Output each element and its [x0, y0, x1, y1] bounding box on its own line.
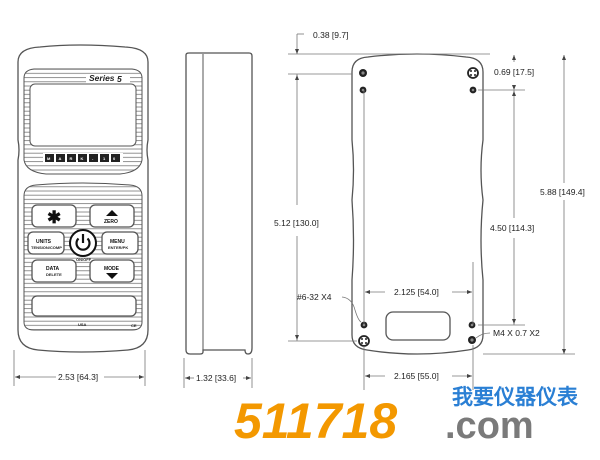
watermark-number: 511718	[234, 393, 397, 449]
mark-10-logo: M A R K - 1 0	[43, 153, 123, 163]
lcd-screen	[29, 83, 137, 147]
power-icon	[75, 234, 91, 251]
menu-button[interactable]: MENU ENTER/PK	[101, 231, 139, 255]
svg-text:MENU: MENU	[110, 239, 125, 245]
svg-text:4.50 [114.3]: 4.50 [114.3]	[490, 223, 534, 233]
screw-note-left: #6-32 X4	[297, 292, 332, 302]
side-view: 1.32 [33.6]	[183, 52, 253, 388]
data-button[interactable]: DATA DELETE	[31, 259, 77, 283]
watermark-chinese-text: 我要仪器仪表	[452, 385, 579, 409]
up-arrow-icon	[106, 210, 118, 216]
mode-button[interactable]: MODE	[89, 259, 135, 283]
svg-text:2.53 [64.3]: 2.53 [64.3]	[58, 372, 98, 382]
front-width-dimension: 2.53 [64.3]	[13, 350, 146, 386]
zero-button[interactable]: ZERO	[89, 204, 135, 228]
screw-note-right: M4 X 0.7 X2	[493, 328, 540, 338]
top-offset-dimension: 0.38 [9.7]	[288, 30, 490, 75]
svg-text:UNITS: UNITS	[36, 239, 52, 245]
ce-mark: CE	[131, 323, 137, 328]
usa-mark: USA	[78, 322, 87, 327]
side-housing-outline	[185, 52, 253, 355]
rear-view: 0.38 [9.7] 5.12 [130.0] 0.69 [17.5] 4.50…	[274, 30, 585, 390]
svg-text:ZERO: ZERO	[104, 219, 118, 225]
front-view: Series 5 M A R K - 1 0 ✱	[13, 44, 149, 386]
series-label: Series	[89, 73, 115, 83]
svg-text:0: 0	[113, 156, 116, 161]
svg-text:1.32 [33.6]: 1.32 [33.6]	[196, 373, 236, 383]
hole-span-vertical-dimension: 5.12 [130.0]	[274, 74, 357, 342]
svg-text:-: -	[92, 156, 94, 161]
units-button[interactable]: UNITS TENSION/COMP	[27, 231, 65, 255]
lower-hole-span-dimension: 2.165 [55.0]	[363, 345, 474, 390]
svg-text:0.69 [17.5]: 0.69 [17.5]	[494, 67, 534, 77]
svg-text:MODE: MODE	[104, 266, 120, 272]
svg-text:TENSION/COMP: TENSION/COMP	[31, 245, 62, 250]
watermark-domain: .com	[445, 405, 534, 447]
svg-text:A: A	[59, 156, 62, 161]
svg-text:2.125 [54.0]: 2.125 [54.0]	[394, 287, 439, 297]
display-bezel: Series 5 M A R K - 1 0	[23, 68, 143, 175]
mount-span-vertical-dimension: 0.69 [17.5] 4.50 [114.3]	[478, 55, 534, 326]
rear-housing-outline	[351, 53, 484, 355]
svg-text:DELETE: DELETE	[46, 272, 62, 277]
series-number: 5	[117, 74, 122, 84]
screw-callouts: #6-32 X4 M4 X 0.7 X2	[297, 292, 540, 339]
svg-text:ON/OFF: ON/OFF	[76, 257, 92, 262]
backlight-icon: ✱	[47, 208, 61, 227]
svg-text:1: 1	[103, 156, 106, 161]
svg-text:2.165 [55.0]: 2.165 [55.0]	[394, 371, 439, 381]
svg-text:DATA: DATA	[46, 266, 60, 272]
backlight-button[interactable]: ✱	[31, 204, 77, 228]
watermark-logo: 511718 .com 我要仪器仪表	[234, 385, 579, 449]
side-depth-dimension: 1.32 [33.6]	[183, 358, 253, 388]
upper-hole-span-dimension: 2.125 [54.0]	[363, 90, 474, 325]
label-window	[31, 295, 137, 317]
svg-text:R: R	[70, 156, 73, 161]
svg-text:0.38 [9.7]: 0.38 [9.7]	[313, 30, 348, 40]
power-button[interactable]: ON/OFF	[69, 229, 97, 262]
overall-height-dimension: 5.88 [149.4]	[483, 55, 585, 355]
svg-text:5.12 [130.0]: 5.12 [130.0]	[274, 218, 319, 228]
svg-text:5.88 [149.4]: 5.88 [149.4]	[540, 187, 585, 197]
svg-text:K: K	[81, 156, 84, 161]
rear-label-recess	[385, 311, 451, 341]
svg-text:M: M	[47, 156, 51, 161]
svg-text:ENTER/PK: ENTER/PK	[108, 245, 128, 250]
keypad-panel: ✱ ZERO UNITS TENSION/COMP ON/OFF	[23, 182, 143, 331]
down-arrow-icon	[106, 273, 118, 279]
